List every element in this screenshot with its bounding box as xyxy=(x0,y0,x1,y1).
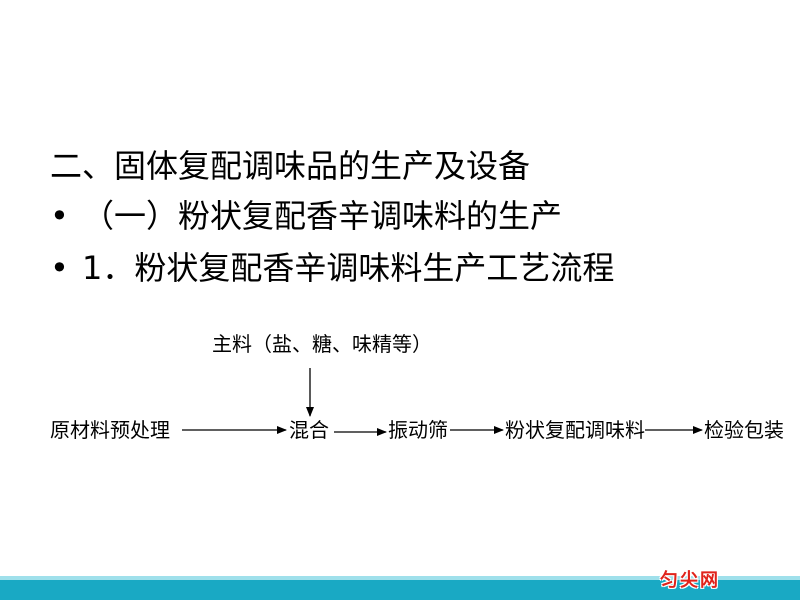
bullet-marker: • xyxy=(50,197,69,235)
site-logo: 匀尖网 xyxy=(660,570,720,591)
footer-bar xyxy=(0,580,800,600)
flow-input-label: 主料（盐、糖、味精等） xyxy=(212,332,432,356)
bullet-marker: • xyxy=(50,249,69,287)
bullet-text: （一）粉状复配香辛调味料的生产 xyxy=(82,197,563,235)
bullet-item: • 1．粉状复配香辛调味料生产工艺流程 xyxy=(50,248,614,288)
flow-step-product: 粉状复配调味料 xyxy=(505,418,645,442)
page-title: 二、固体复配调味品的生产及设备 xyxy=(50,147,531,185)
flow-step-vibrating-screen: 振动筛 xyxy=(388,418,448,442)
flow-step-mixing: 混合 xyxy=(289,418,329,442)
flow-step-packaging: 检验包装 xyxy=(704,418,784,442)
flow-step-pretreatment: 原材料预处理 xyxy=(50,418,170,442)
footer-bar-highlight xyxy=(0,576,800,580)
bullet-item: • （一）粉状复配香辛调味料的生产 xyxy=(50,196,562,236)
bullet-text: 1．粉状复配香辛调味料生产工艺流程 xyxy=(82,249,615,287)
